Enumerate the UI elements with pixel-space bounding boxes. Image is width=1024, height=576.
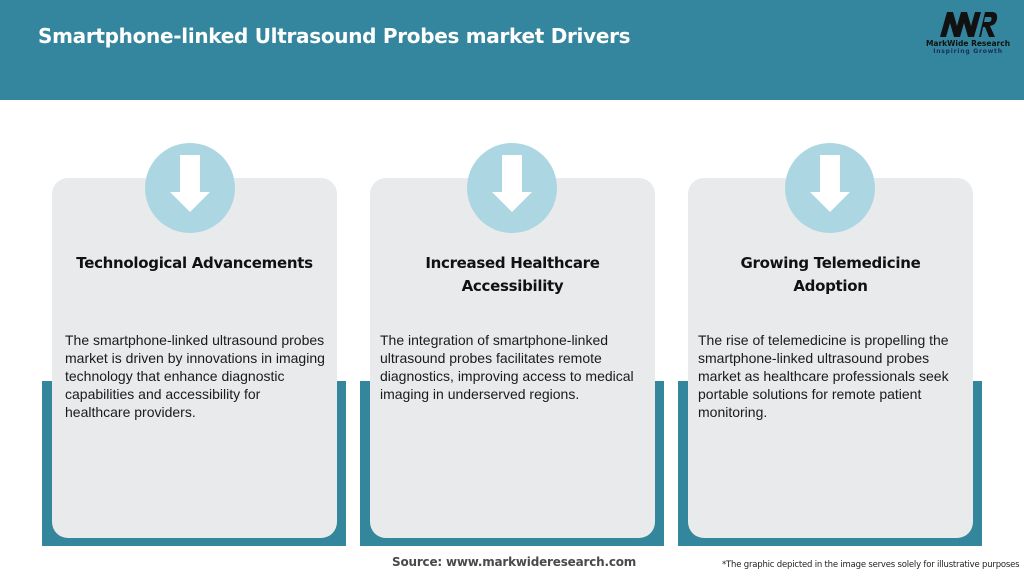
driver-card-technological-advancements: Technological Advancements The smartphon… xyxy=(52,178,337,538)
driver-card-growing-telemedicine-adoption: Growing Telemedicine Adoption The rise o… xyxy=(688,178,973,538)
mwr-logo-icon xyxy=(940,12,998,37)
arrow-down-icon-circle xyxy=(785,143,875,233)
illustrative-disclaimer: *The graphic depicted in the image serve… xyxy=(722,560,1020,570)
card-description: The smartphone-linked ultrasound probes … xyxy=(65,332,325,420)
logo-tagline: Inspiring Growth xyxy=(933,48,1003,55)
driver-card-increased-healthcare-accessibility: Increased Healthcare Accessibility The i… xyxy=(370,178,655,538)
arrow-down-icon xyxy=(492,155,532,212)
card-title: Increased Healthcare Accessibility xyxy=(425,254,600,295)
card-description: The rise of telemedicine is propelling t… xyxy=(698,332,949,420)
arrow-down-icon-circle xyxy=(145,143,235,233)
source-citation: Source: www.markwideresearch.com xyxy=(392,555,637,569)
logo-company-name: MarkWide Research xyxy=(925,39,1011,48)
markwide-research-logo: MarkWide Research Inspiring Growth xyxy=(922,10,1014,58)
header-banner: Smartphone-linked Ultrasound Probes mark… xyxy=(0,0,1024,100)
arrow-down-icon-circle xyxy=(467,143,557,233)
card-title: Technological Advancements xyxy=(76,254,313,272)
arrow-down-icon xyxy=(170,155,210,212)
card-description: The integration of smartphone-linked ult… xyxy=(380,332,634,402)
page-title: Smartphone-linked Ultrasound Probes mark… xyxy=(38,24,631,48)
arrow-down-icon xyxy=(810,155,850,212)
card-title: Growing Telemedicine Adoption xyxy=(740,254,921,295)
